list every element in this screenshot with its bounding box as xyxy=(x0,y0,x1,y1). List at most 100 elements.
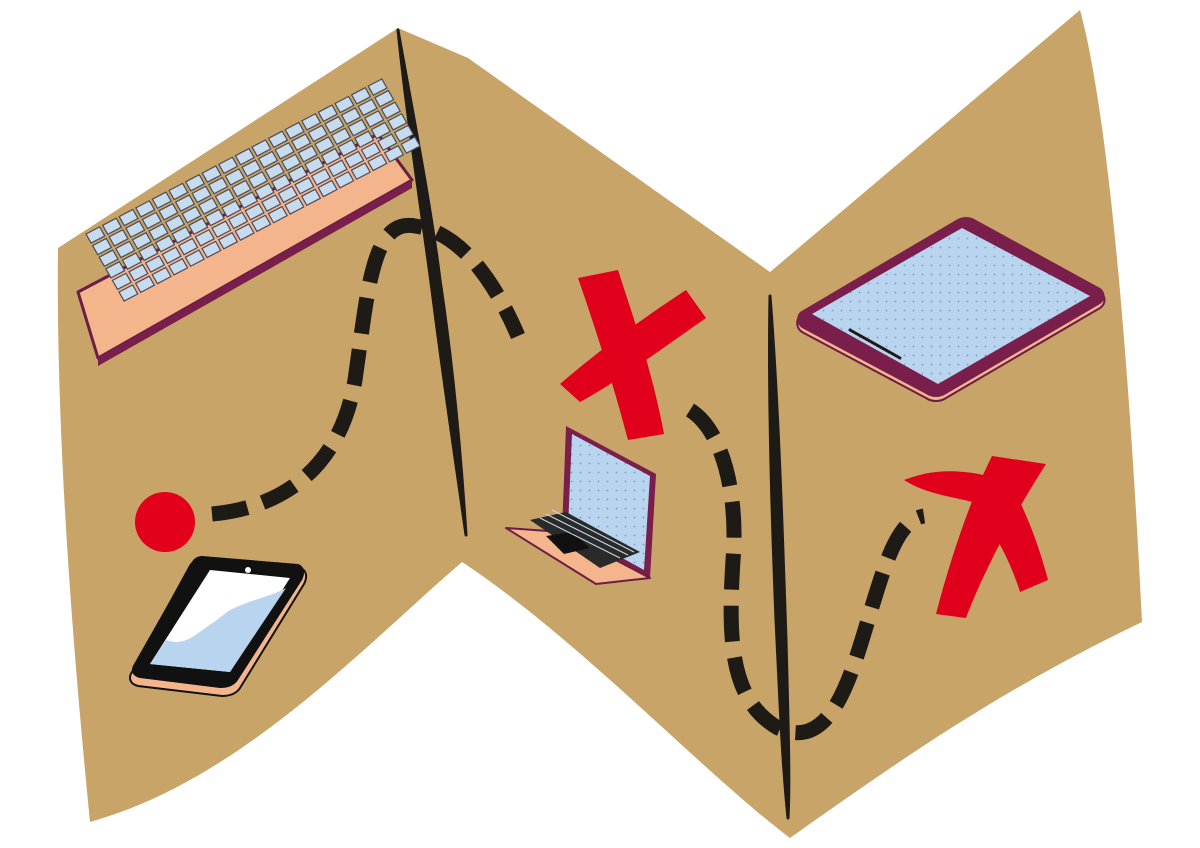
keyboard-key xyxy=(373,89,395,108)
keyboard-key xyxy=(131,231,152,250)
keyboard-key xyxy=(317,104,338,123)
keyboard-key xyxy=(357,98,378,117)
keyboard-key xyxy=(330,127,352,146)
keyboard-key xyxy=(277,185,298,204)
keyboard-key xyxy=(161,246,182,265)
x-mark-icon xyxy=(560,270,706,440)
keyboard-key xyxy=(241,159,262,178)
keyboard-key xyxy=(270,173,292,192)
keyboard-key xyxy=(217,231,239,250)
keyboard-key xyxy=(108,228,129,247)
keyboard-key xyxy=(151,191,172,210)
keyboard-key xyxy=(350,86,372,105)
keyboard-key xyxy=(151,266,172,285)
keyboard-key xyxy=(214,188,235,207)
keyboard-key xyxy=(104,260,126,279)
laptop-icon xyxy=(505,426,656,585)
keyboard-key xyxy=(174,194,196,212)
keyboard-key xyxy=(197,197,219,215)
keyboard-key xyxy=(294,176,315,195)
keyboard-key xyxy=(350,162,371,181)
keyboard-key xyxy=(320,147,342,166)
keyboard-key xyxy=(400,136,421,154)
keyboard-key xyxy=(111,272,132,291)
keyboard-key xyxy=(144,255,166,273)
keyboard-key xyxy=(300,112,322,131)
keyboard-key xyxy=(164,214,186,233)
keyboard-key xyxy=(154,234,176,253)
keyboard-key xyxy=(310,168,332,186)
keyboard-key xyxy=(393,124,415,143)
keyboard-key xyxy=(134,199,156,218)
keyboard-key xyxy=(383,144,405,163)
keyboard-key xyxy=(158,202,179,221)
keyboard-key xyxy=(274,141,295,160)
keyboard-key xyxy=(234,223,255,241)
start-point-icon xyxy=(135,492,195,552)
keyboard-key xyxy=(257,150,279,169)
keyboard-key xyxy=(244,202,265,221)
keyboard-key xyxy=(204,208,225,227)
keyboard-key xyxy=(201,240,222,259)
keyboard-key xyxy=(260,194,282,212)
dashed-trail-second xyxy=(685,403,926,741)
keyboard-key xyxy=(141,211,162,230)
keyboard-key xyxy=(250,214,272,233)
keyboard-key xyxy=(337,139,358,157)
keyboard-key xyxy=(353,130,375,149)
keyboard-key xyxy=(231,179,252,198)
keyboard-key xyxy=(343,150,365,169)
keyboard-key xyxy=(181,205,202,224)
keyboard-key xyxy=(184,249,205,268)
keyboard-key xyxy=(347,118,368,137)
keyboard-key xyxy=(340,107,362,125)
keyboard-key xyxy=(287,165,308,183)
keyboard-key xyxy=(98,249,119,268)
tablet-icon xyxy=(796,217,1106,402)
keyboard-key xyxy=(187,217,209,236)
keyboard-key xyxy=(118,208,139,227)
keyboard-key xyxy=(184,173,206,192)
keyboard-key xyxy=(333,170,355,189)
keyboard-key xyxy=(221,199,242,218)
keyboard-key xyxy=(284,121,305,140)
keyboard-key xyxy=(101,217,123,236)
keyboard-key xyxy=(134,275,156,294)
keyboard-key xyxy=(121,252,142,270)
keyboard-key xyxy=(85,226,106,244)
keyboard-key xyxy=(91,237,113,256)
keyboard-key xyxy=(224,168,245,186)
keyboard-key xyxy=(380,101,401,120)
keyboard-key xyxy=(114,240,136,259)
keyboard-key xyxy=(334,95,355,114)
keyboard-key xyxy=(138,243,159,262)
keyboard-key xyxy=(227,211,249,230)
keyboard-key xyxy=(377,133,398,152)
x-mark-icon xyxy=(904,456,1048,618)
keyboard-key xyxy=(201,165,222,183)
map-fold-line-right xyxy=(767,294,791,820)
keyboard-key xyxy=(251,139,272,157)
keyboard-key xyxy=(237,191,259,210)
keyboard-icon xyxy=(76,78,421,366)
keyboard-key xyxy=(360,141,381,160)
keyboard-key xyxy=(211,220,232,239)
map-paper xyxy=(57,10,1143,838)
keyboard-key xyxy=(290,133,312,152)
keyboard-key xyxy=(171,226,192,244)
keyboard-key xyxy=(317,179,338,198)
keyboard-key xyxy=(307,124,328,143)
keyboard-key xyxy=(297,144,318,163)
keyboard-key xyxy=(247,170,269,189)
keyboard-key xyxy=(118,284,139,302)
keyboard-key xyxy=(314,136,335,154)
keyboard-key xyxy=(148,223,169,241)
keyboard-key xyxy=(167,257,189,276)
smartphone-icon xyxy=(129,556,308,698)
keyboard-key xyxy=(194,228,215,247)
keyboard-key xyxy=(370,121,391,140)
map-fold-line-left xyxy=(396,28,468,537)
keyboard-key xyxy=(267,130,289,149)
